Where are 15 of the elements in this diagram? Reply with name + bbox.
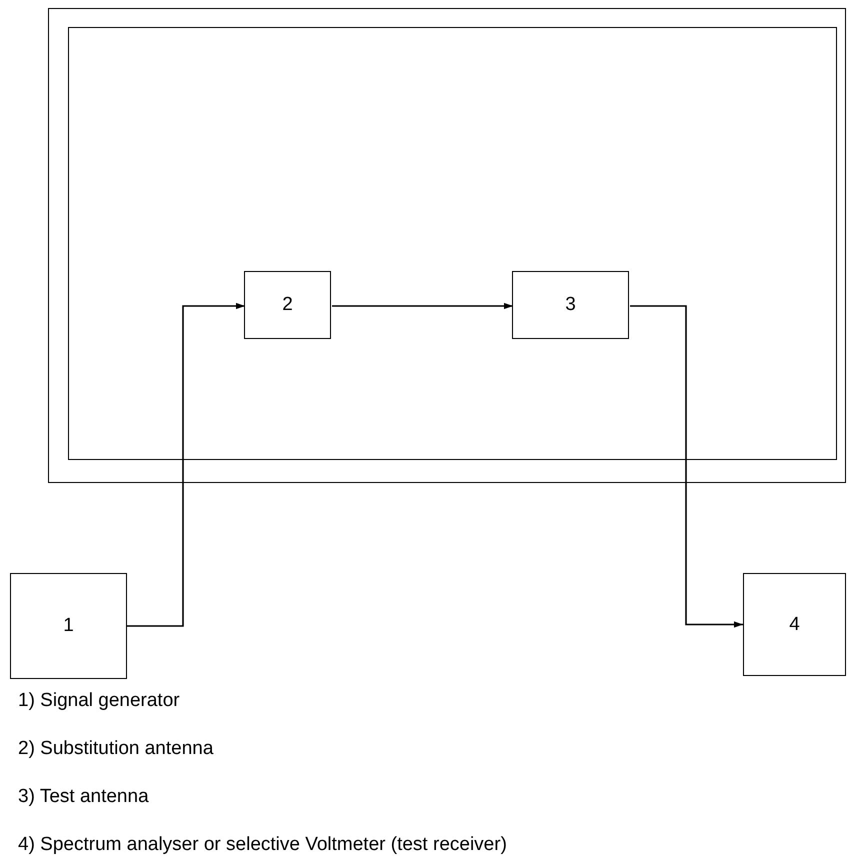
legend-note: 4) Spectrum analyser or selective Voltmeter (test receiver)	[18, 834, 507, 856]
device-box	[10, 573, 127, 679]
device-box	[743, 573, 846, 676]
number-label: 1	[63, 615, 74, 637]
number-label: 4	[789, 614, 800, 636]
number-label: 3	[565, 294, 576, 316]
arrow	[332, 302, 513, 310]
device-box	[512, 271, 629, 339]
arrow	[127, 302, 245, 627]
arrow	[630, 305, 743, 628]
device-box	[244, 271, 331, 339]
legend-note: 3) Test antenna	[18, 786, 149, 808]
number-label: 2	[282, 294, 293, 316]
legend-note: 1) Signal generator	[18, 690, 180, 712]
legend-note: 2) Substitution antenna	[18, 738, 214, 760]
